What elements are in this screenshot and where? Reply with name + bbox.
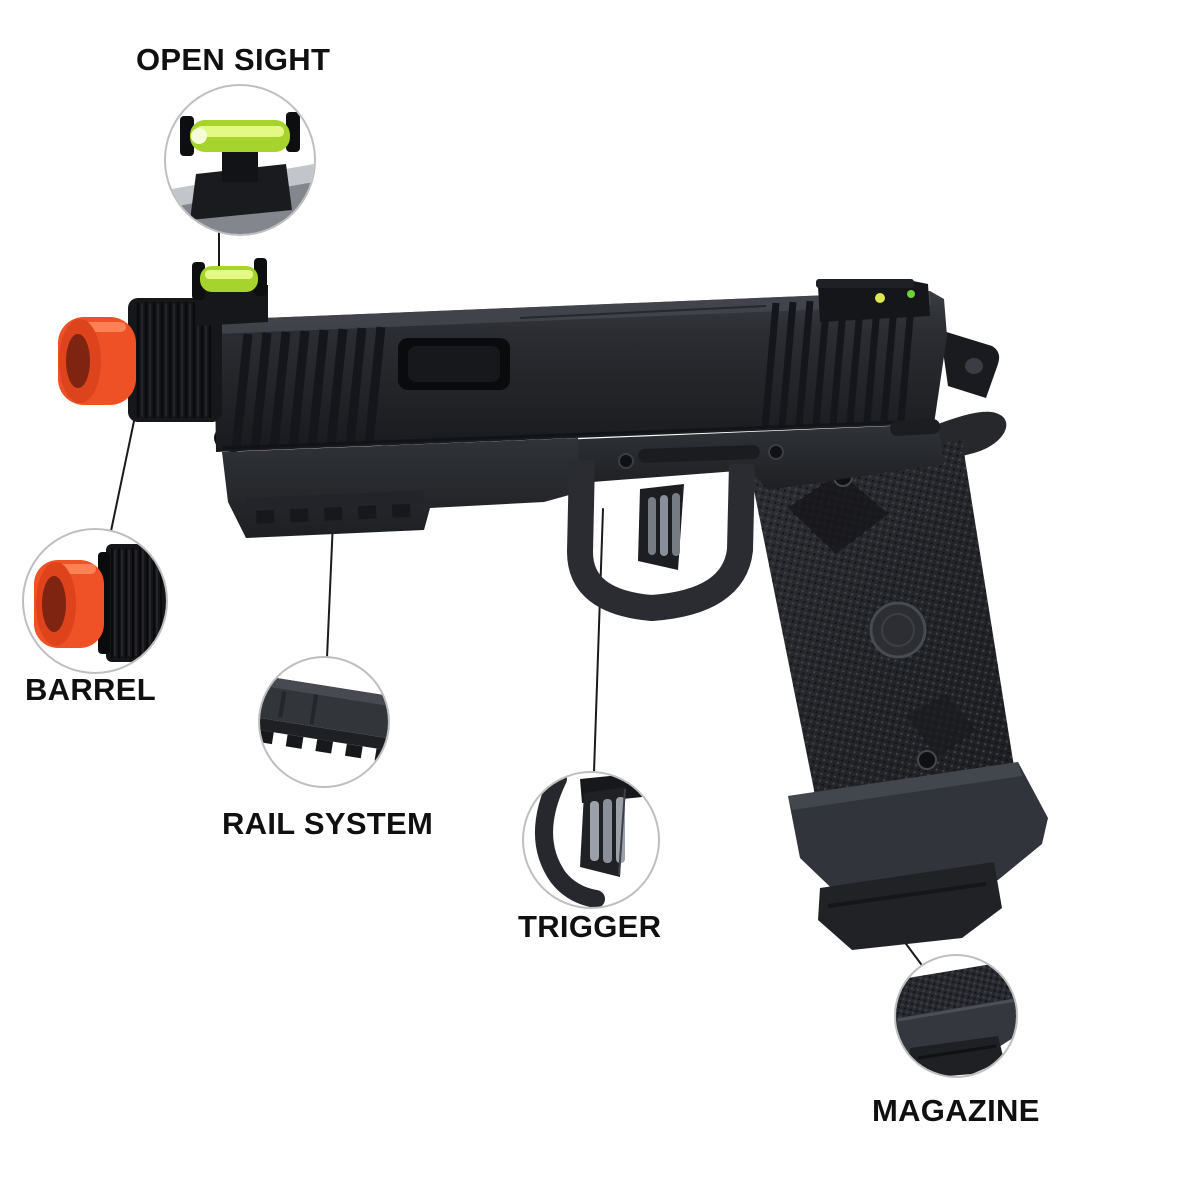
muzzle-tip-highlight xyxy=(84,322,126,332)
callout-label-magazine: MAGAZINE xyxy=(872,1093,1040,1128)
muzzle-tip xyxy=(58,317,136,405)
trigger-guard xyxy=(567,459,755,621)
rear-sight-dot-green xyxy=(907,290,915,298)
accessory-rail-icon xyxy=(260,674,388,763)
thumb-safety-lever xyxy=(890,419,941,436)
rail-system-inset xyxy=(258,656,390,788)
callout-label-open-sight: OPEN SIGHT xyxy=(136,42,331,77)
front-sight-cap-right xyxy=(254,258,267,296)
rear-sight-blade xyxy=(816,279,914,288)
magazine-baseplate-icon xyxy=(896,960,1016,1076)
leader-line-barrel xyxy=(110,401,139,532)
rail-teeth xyxy=(256,504,411,524)
front-serrations xyxy=(231,326,386,451)
open-sight-inset xyxy=(164,84,316,236)
slide-stop-lever xyxy=(618,444,784,469)
grip-logo-emblem-inner xyxy=(881,613,915,647)
slide-lightening-cut-inner xyxy=(408,346,500,382)
leader-line-trigger xyxy=(593,508,604,773)
slide xyxy=(214,291,947,452)
accessory-rail xyxy=(245,490,424,524)
muzzle-bore xyxy=(66,334,90,388)
front-sight-base xyxy=(196,285,268,326)
callout-label-rail-system: RAIL SYSTEM xyxy=(222,806,434,841)
thread-protector xyxy=(128,298,222,422)
trigger xyxy=(638,484,684,570)
front-sight xyxy=(192,258,268,326)
slide-panel-line xyxy=(519,305,767,319)
magazine-baseplate xyxy=(818,862,1002,950)
fiber-optic-front-sight-icon xyxy=(166,112,314,234)
grip-screw-bottom xyxy=(917,750,937,770)
callout-label-barrel: BARREL xyxy=(25,672,156,707)
orange-tip-barrel-icon xyxy=(34,544,166,662)
knurling-dark xyxy=(136,302,212,418)
frame-pin xyxy=(768,444,784,460)
trigger-inset xyxy=(522,771,660,909)
rear-serrations xyxy=(761,294,916,429)
barrel-inset xyxy=(22,528,168,674)
trigger-slot xyxy=(648,497,656,555)
magazine-inset xyxy=(894,954,1018,1078)
magwell-bevel xyxy=(788,762,1022,810)
rear-sight-dot-yellow xyxy=(875,293,885,303)
leader-line-rail-system xyxy=(326,520,334,659)
dust-cover xyxy=(222,438,580,538)
pistol xyxy=(58,258,1048,950)
slide-top-bevel xyxy=(214,291,931,334)
front-sight-cap-left xyxy=(192,262,205,300)
slide-frame-seam xyxy=(221,419,931,450)
fiber-optic-glow xyxy=(205,270,253,279)
knurling-light xyxy=(141,304,207,416)
hammer xyxy=(940,330,1000,398)
frame-pin xyxy=(618,453,634,469)
grip-logo-emblem xyxy=(869,601,927,659)
baseplate-ridge xyxy=(827,882,987,908)
rear-sight-body xyxy=(818,280,930,322)
pistol-grip xyxy=(750,440,1018,850)
rear-sight xyxy=(816,279,930,322)
skeletonized-trigger-icon xyxy=(535,773,642,907)
trigger-slot xyxy=(672,493,680,556)
trigger-slot xyxy=(660,495,668,556)
hammer-hole xyxy=(965,358,983,374)
grip-diamond-lower xyxy=(906,694,976,758)
grip-diamond-upper xyxy=(788,472,888,554)
callout-label-trigger: TRIGGER xyxy=(518,909,662,944)
rail-base xyxy=(245,490,424,512)
